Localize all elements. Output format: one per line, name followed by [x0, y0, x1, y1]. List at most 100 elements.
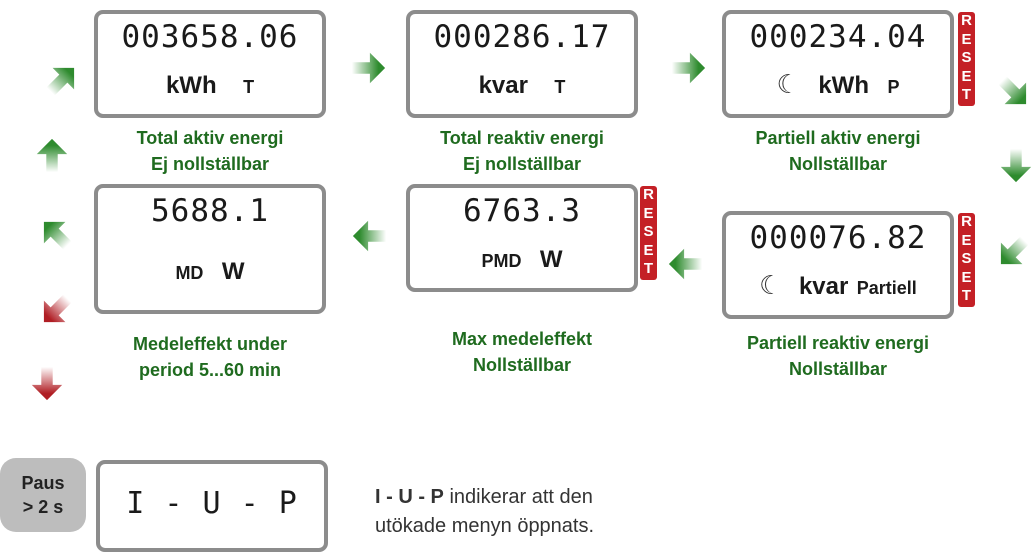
arrow-left-column-up — [33, 137, 71, 175]
arrow-left-column-up-left — [37, 215, 75, 253]
note-line: utökade menyn öppnats. — [375, 515, 595, 537]
arrow-right-column-down — [997, 146, 1034, 184]
caption-line: Nollställbar — [472, 355, 572, 375]
arrow-screen1-to-screen2-icon — [351, 52, 386, 84]
reset-char: T — [643, 260, 654, 278]
unit-label: W — [539, 246, 563, 273]
reset-char: E — [961, 67, 972, 85]
lcd-unit-line: ☾ kvar Partiell — [726, 271, 950, 301]
tag-label: Partiell — [856, 278, 917, 298]
lcd-digits: 6763.3 — [463, 193, 581, 229]
arrow-left-column-up-right-icon — [46, 67, 75, 96]
arrow-screen3-down-right — [995, 73, 1033, 111]
caption-line: period 5...60 min — [138, 360, 282, 380]
lcd-digits: 5688.1 — [151, 193, 269, 229]
caption-line: Ej nollställbar — [150, 154, 270, 174]
reset-char: R — [961, 213, 972, 230]
reset-char: E — [961, 231, 972, 249]
lcd-max-demand: 6763.3 PMD W — [406, 184, 638, 292]
arrow-screen4-to-screen5-icon — [668, 248, 703, 280]
lcd-digits: 000234.04 — [749, 19, 927, 55]
arrow-left-column-up-icon — [36, 138, 68, 173]
reset-char: R — [643, 186, 654, 203]
lcd-total-reactive-energy: 000286.17 kvar T — [406, 10, 638, 118]
lcd-total-active-energy: 003658.06 kWh T — [94, 10, 326, 118]
tag-label: P — [887, 77, 900, 97]
caption-partial-reactive-energy: Partiell reaktiv energi Nollställbar — [708, 330, 968, 382]
caption-line: Total aktiv energi — [136, 128, 284, 148]
caption-line: Max medeleffekt — [451, 329, 593, 349]
reset-char: E — [961, 268, 972, 286]
arrow-screen3-down-right-icon — [998, 76, 1027, 105]
reset-char: E — [643, 241, 654, 259]
lcd-digits: 000076.82 — [749, 220, 927, 256]
unit-label: kWh — [818, 72, 869, 99]
arrow-to-extended-down-left-icon — [43, 294, 72, 323]
reset-char: R — [961, 12, 972, 29]
arrow-screen5-to-screen6-icon — [352, 220, 387, 252]
arrow-to-extended-down-left — [37, 291, 75, 329]
lcd-digits: 003658.06 — [121, 19, 299, 55]
lcd-unit-line: kWh T — [98, 72, 322, 100]
caption-line: Total reaktiv energi — [440, 128, 604, 148]
arrow-to-extended-down — [28, 364, 66, 402]
moon-icon: ☾ — [759, 271, 783, 301]
reset-char: E — [961, 30, 972, 48]
arrow-right-column-down-left — [994, 233, 1032, 271]
arrow-right-column-down-left-icon — [1000, 236, 1029, 265]
note-text: indikerar att den — [443, 486, 593, 508]
lcd-digits: I - U - P — [126, 486, 298, 521]
caption-line: Nollställbar — [788, 359, 888, 379]
tag-label: T — [243, 77, 255, 97]
caption-line: Ej nollställbar — [462, 154, 582, 174]
tag-label: MD — [175, 263, 204, 283]
reset-char: S — [643, 223, 654, 241]
note-line: I - U - P indikerar att den — [375, 483, 594, 512]
caption-line: Partiell reaktiv energi — [746, 333, 930, 353]
caption-total-reactive-energy: Total reaktiv energi Ej nollställbar — [392, 125, 652, 177]
reset-char: S — [961, 49, 972, 67]
caption-total-active-energy: Total aktiv energi Ej nollställbar — [80, 125, 340, 177]
reset-char: S — [961, 250, 972, 268]
caption-line: Partiell aktiv energi — [755, 128, 921, 148]
lcd-partial-reactive-energy: 000076.82 ☾ kvar Partiell — [722, 211, 954, 319]
reset-char: E — [643, 204, 654, 222]
lcd-average-demand: 5688.1 MD W — [94, 184, 326, 314]
lcd-partial-active-energy: 000234.04 ☾ kWh P — [722, 10, 954, 118]
tag-label: T — [554, 77, 566, 97]
caption-average-demand: Medeleffekt under period 5...60 min — [80, 331, 340, 383]
arrow-left-column-up-left-icon — [43, 221, 72, 250]
arrow-screen1-to-screen2 — [349, 49, 387, 87]
pause-label: Paus — [21, 473, 65, 493]
lcd-unit-line: PMD W — [410, 246, 634, 274]
arrow-screen2-to-screen3 — [669, 49, 707, 87]
note-highlight: I - U - P — [375, 486, 444, 508]
reset-char: T — [961, 287, 972, 305]
pause-duration: > 2 s — [22, 497, 64, 517]
unit-label: kvar — [798, 273, 849, 300]
lcd-extended-menu: I - U - P — [96, 460, 328, 552]
arrow-screen5-to-screen6 — [351, 217, 389, 255]
caption-line: Nollställbar — [788, 154, 888, 174]
tag-label: PMD — [481, 251, 522, 271]
unit-label: kWh — [165, 72, 217, 99]
lcd-unit-line: ☾ kWh P — [726, 70, 950, 100]
extended-menu-note: I - U - P indikerar att den utökade meny… — [375, 483, 594, 541]
lcd-unit-line: kvar T — [410, 72, 634, 100]
reset-char: T — [961, 86, 972, 104]
pause-indicator: Paus > 2 s — [0, 458, 86, 532]
caption-partial-active-energy: Partiell aktiv energi Nollställbar — [708, 125, 968, 177]
lcd-unit-line: MD W — [98, 258, 322, 286]
lcd-digits: 000286.17 — [433, 19, 611, 55]
moon-icon: ☾ — [776, 70, 800, 100]
arrow-screen4-to-screen5 — [667, 245, 705, 283]
unit-label: kvar — [478, 72, 528, 99]
caption-max-demand: Max medeleffekt Nollställbar — [392, 326, 652, 378]
arrow-to-extended-down-icon — [31, 366, 63, 401]
